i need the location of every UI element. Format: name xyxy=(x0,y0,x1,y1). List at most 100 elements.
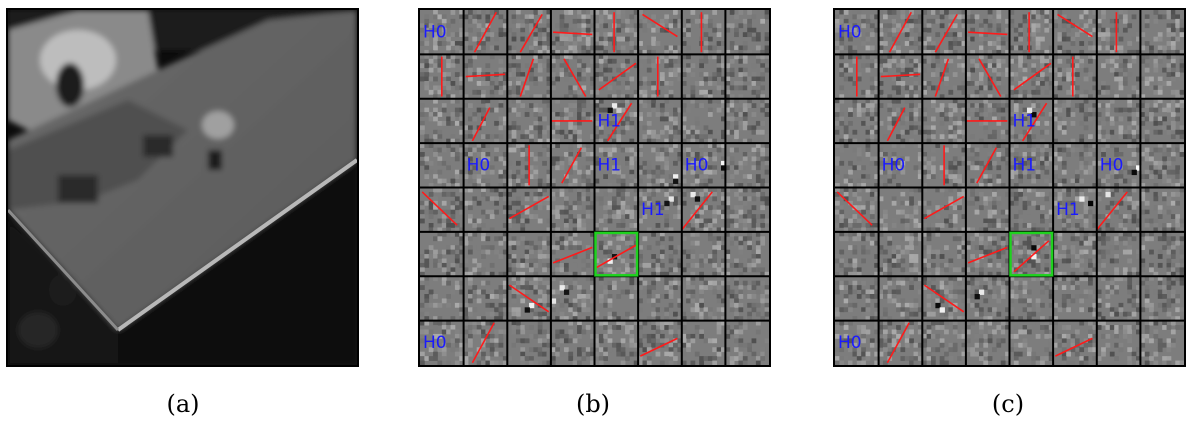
edge-pixel xyxy=(668,196,674,202)
tile xyxy=(835,276,880,322)
tile xyxy=(1096,98,1141,144)
red-segment xyxy=(1013,62,1052,91)
tile xyxy=(420,10,465,55)
tile xyxy=(1140,276,1184,322)
hypothesis-label: H0 xyxy=(1100,156,1124,176)
red-segment xyxy=(967,246,1008,264)
edge-pixel xyxy=(1105,191,1111,198)
tile xyxy=(835,10,880,55)
edge-pixel xyxy=(611,103,618,109)
red-segment xyxy=(606,102,633,142)
tile xyxy=(550,187,595,233)
tile xyxy=(1009,98,1054,144)
tile xyxy=(1096,320,1141,365)
hypothesis-label: H0 xyxy=(423,333,447,353)
tile xyxy=(965,320,1010,365)
red-segment xyxy=(508,284,550,313)
tile xyxy=(420,187,465,233)
tile xyxy=(420,54,465,100)
red-segment xyxy=(1054,337,1093,357)
tile xyxy=(1096,54,1141,100)
tile xyxy=(1140,10,1184,55)
hypothesis-label: H0 xyxy=(838,23,862,43)
edge-pixel xyxy=(1131,169,1137,176)
tile xyxy=(965,187,1010,233)
tile xyxy=(922,276,967,322)
tile xyxy=(1009,54,1054,100)
red-segment xyxy=(598,62,637,91)
edge-pixel xyxy=(1026,107,1033,113)
tile xyxy=(681,143,726,188)
tile xyxy=(420,143,465,188)
tile xyxy=(1009,187,1054,233)
caption-a: (a) xyxy=(166,390,200,418)
tile xyxy=(463,320,508,365)
tile xyxy=(638,10,683,55)
hypothesis-label: H1 xyxy=(598,111,622,131)
tile xyxy=(1140,187,1184,233)
red-segment xyxy=(924,195,965,220)
tile xyxy=(463,187,508,233)
red-segment xyxy=(561,147,583,184)
red-segment xyxy=(465,73,506,78)
red-segment xyxy=(471,322,495,364)
highlight-box xyxy=(1009,231,1054,277)
tile xyxy=(638,54,683,100)
tile xyxy=(1053,231,1098,277)
tile xyxy=(681,231,726,277)
edge-pixel xyxy=(550,298,557,304)
red-segment xyxy=(1021,102,1048,142)
tile xyxy=(594,143,639,188)
tile xyxy=(1096,231,1141,277)
hypothesis-label: H0 xyxy=(423,23,447,43)
tile xyxy=(507,143,552,188)
tile xyxy=(922,143,967,188)
tile xyxy=(550,231,595,277)
edge-pixel xyxy=(690,191,696,198)
tile xyxy=(507,98,552,144)
tile xyxy=(725,143,769,188)
tile xyxy=(922,231,967,277)
tile xyxy=(725,187,769,233)
tile xyxy=(878,276,923,322)
edge-pixel xyxy=(935,302,941,309)
tile xyxy=(550,54,595,100)
tile xyxy=(1140,231,1184,277)
red-segment xyxy=(509,195,550,220)
edge-pixel xyxy=(1136,165,1142,171)
tile xyxy=(638,276,683,322)
edge-pixel xyxy=(1031,245,1037,251)
tile xyxy=(1096,187,1141,233)
tile xyxy=(1009,320,1054,365)
tile xyxy=(835,320,880,365)
tile xyxy=(835,143,880,188)
tile xyxy=(922,10,967,55)
edge-pixel xyxy=(978,289,985,295)
tile xyxy=(878,187,923,233)
tile xyxy=(638,320,683,365)
caption-b: (b) xyxy=(575,390,611,418)
red-segment xyxy=(639,337,678,357)
red-segment xyxy=(934,58,950,97)
red-segment xyxy=(968,31,1008,36)
hypothesis-label: H1 xyxy=(598,156,622,176)
edge-pixel xyxy=(673,178,679,184)
tile xyxy=(594,320,639,365)
tile xyxy=(839,54,880,100)
tile xyxy=(420,276,465,322)
tile xyxy=(594,10,639,55)
edge-pixel xyxy=(721,165,727,171)
tile xyxy=(725,276,769,322)
tile xyxy=(550,10,595,55)
tile xyxy=(1009,276,1054,322)
tile xyxy=(594,187,639,233)
tile xyxy=(1140,54,1184,100)
hypothesis-label: H1 xyxy=(1013,156,1037,176)
red-segment xyxy=(923,284,965,313)
tile xyxy=(725,320,769,365)
hypothesis-label: H0 xyxy=(685,156,709,176)
edge-pixel xyxy=(673,174,679,180)
edge-pixel xyxy=(1088,200,1094,207)
